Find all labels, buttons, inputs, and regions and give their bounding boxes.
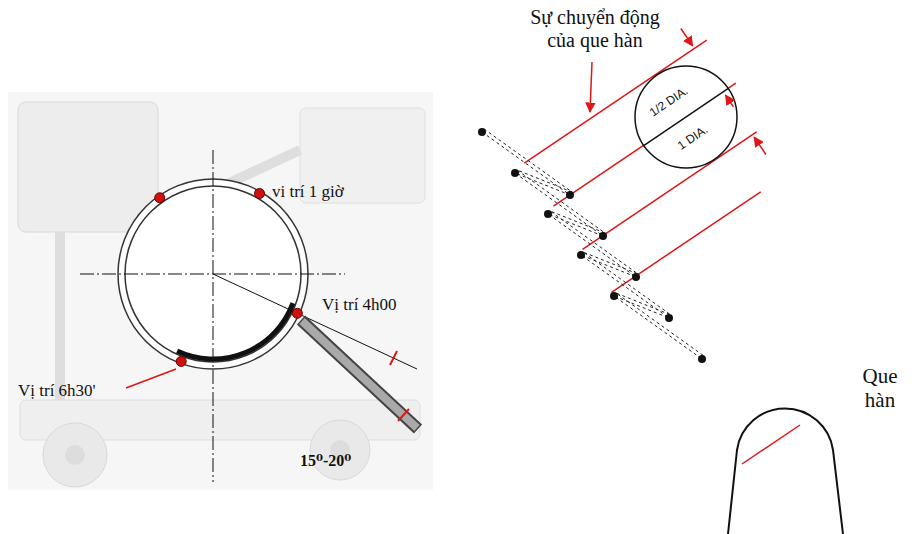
electrode-rod (302, 321, 417, 428)
machine-wheel (43, 423, 107, 487)
angle-mark (398, 409, 409, 421)
dimension-arrow (681, 29, 693, 46)
weave-dot (599, 232, 607, 240)
weave-dot (610, 292, 618, 300)
angle-mark (390, 351, 397, 365)
weave-path (482, 132, 702, 359)
guide-line (612, 192, 761, 293)
leader-line (126, 369, 176, 388)
circle-outline (634, 65, 738, 169)
radial-line (213, 274, 417, 369)
electrode-outline (301, 320, 418, 429)
pointer-arrow (590, 62, 592, 112)
wheel-hub (65, 445, 85, 465)
electrode-axis-mark (742, 425, 800, 464)
weave-dot (566, 191, 574, 199)
dimension-arrow (726, 95, 734, 107)
position-label: Vị trí 4h00 (322, 295, 397, 315)
angle-label: 15⁰-20⁰ (300, 452, 351, 470)
circle-shape (635, 66, 737, 168)
electrode-label: Que hàn (852, 364, 908, 412)
weave-dot (665, 314, 673, 322)
weave-dot (577, 251, 585, 259)
machine-photo (8, 92, 433, 490)
electrode-tip (728, 408, 843, 534)
weave-dot (478, 128, 486, 136)
center-line (80, 274, 345, 275)
weave-dot (544, 210, 552, 218)
position-label: vi trí 1 giờ (272, 182, 344, 202)
photo-ground (8, 92, 433, 490)
center-line (213, 150, 214, 482)
diameter-circle: 1/2 DIA.1 DIA. (634, 65, 738, 169)
dimension-arrow (754, 137, 766, 154)
weave-dot (698, 355, 706, 363)
machine-body (18, 102, 158, 232)
motion-title: Sự chuyển động của que hàn (520, 6, 670, 52)
weld-bead (177, 303, 293, 359)
weave-dot (632, 273, 640, 281)
machine-wheel (310, 420, 370, 480)
position-dot (255, 189, 265, 199)
position-label: Vị trí 6h30' (18, 381, 96, 401)
position-dot (292, 308, 302, 318)
position-dot (155, 193, 165, 203)
weave-dot (511, 169, 519, 177)
position-dot (176, 356, 186, 366)
